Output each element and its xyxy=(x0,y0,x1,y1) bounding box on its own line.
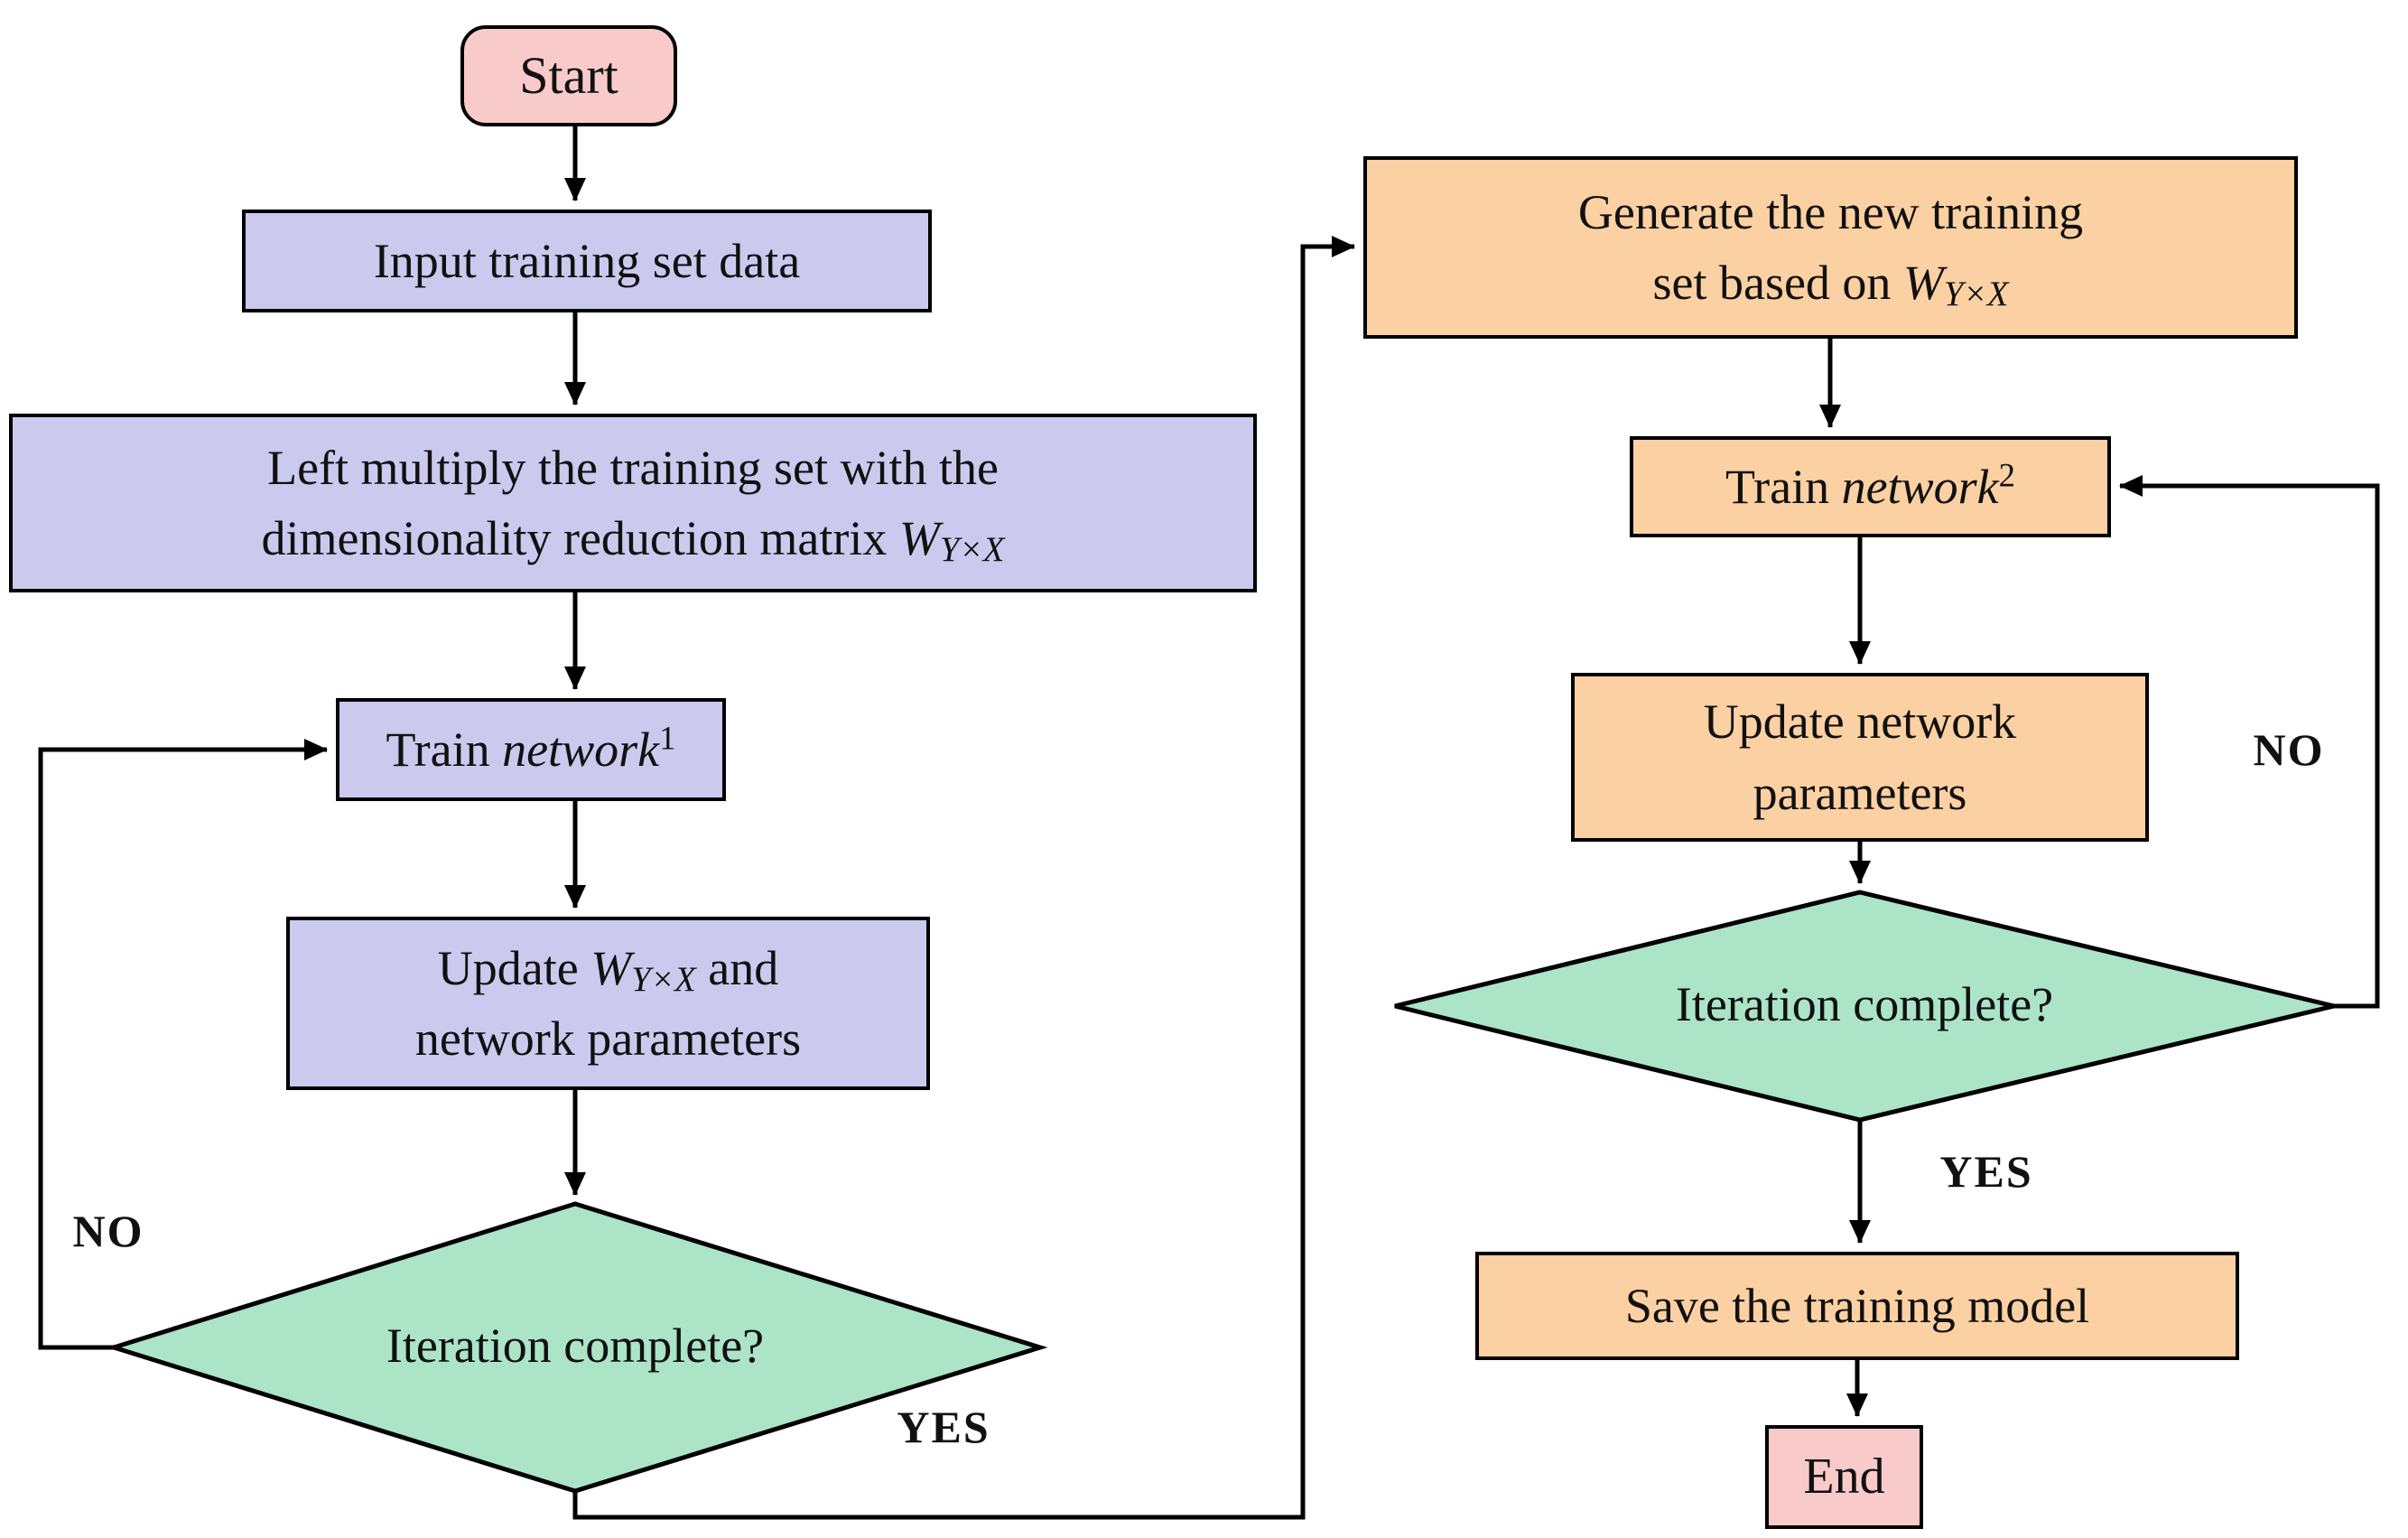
decision1-label: Iteration complete? xyxy=(386,1319,765,1373)
update-w-line2: network parameters xyxy=(414,1011,802,1066)
left-multiply-line2: dimensionality reduction matrix WY×X xyxy=(261,511,1005,569)
start-label: Start xyxy=(519,45,618,105)
end-label: End xyxy=(1803,1448,1885,1505)
save-model-node: Save the training model xyxy=(1475,1252,2239,1360)
save-model-label: Save the training model xyxy=(1624,1278,2090,1333)
generate-training-set-node: Generate the new training set based on W… xyxy=(1363,156,2298,339)
matrix-subscript: Y×X xyxy=(1943,274,2009,313)
input-training-data-node: Input training set data xyxy=(242,210,932,312)
update-w-node: Update WY×X and network parameters xyxy=(286,917,930,1090)
train-network2-label: Train network2 xyxy=(1725,456,2015,514)
edge-no-loop-right xyxy=(2119,475,2380,1009)
start-node: Start xyxy=(460,25,677,126)
edge-yes-to-generate xyxy=(572,236,1355,1520)
matrix-symbol: W xyxy=(1902,256,1944,310)
input-training-data-label: Input training set data xyxy=(373,233,801,288)
update-params-line1: Update network xyxy=(1703,694,2017,750)
matrix-symbol: W xyxy=(590,940,632,995)
no-label-right: NO xyxy=(2253,724,2325,775)
generate-line2: set based on WY×X xyxy=(1652,256,2009,313)
update-network-params-node: Update network parameters xyxy=(1571,673,2149,842)
end-node: End xyxy=(1765,1425,1923,1529)
matrix-subscript: Y×X xyxy=(631,959,696,999)
edge-no-loop-left xyxy=(38,739,328,1350)
train-network1-node: Train network1 xyxy=(336,698,726,801)
decision2-label: Iteration complete? xyxy=(1675,977,2054,1031)
no-label-left: NO xyxy=(72,1206,144,1256)
update-params-line2: parameters xyxy=(1753,765,1967,820)
left-multiply-node: Left multiply the training set with the … xyxy=(9,414,1257,592)
yes-label-left: YES xyxy=(897,1402,990,1452)
update-w-line1: Update WY×X and xyxy=(437,940,779,999)
train-network2-node: Train network2 xyxy=(1630,436,2111,537)
left-multiply-line1: Left multiply the training set with the xyxy=(267,440,999,495)
yes-label-right: YES xyxy=(1939,1146,2033,1197)
matrix-symbol: W xyxy=(898,511,940,565)
train-network1-label: Train network1 xyxy=(386,719,676,777)
generate-line1: Generate the new training xyxy=(1577,184,2084,239)
matrix-subscript: Y×X xyxy=(939,529,1005,569)
